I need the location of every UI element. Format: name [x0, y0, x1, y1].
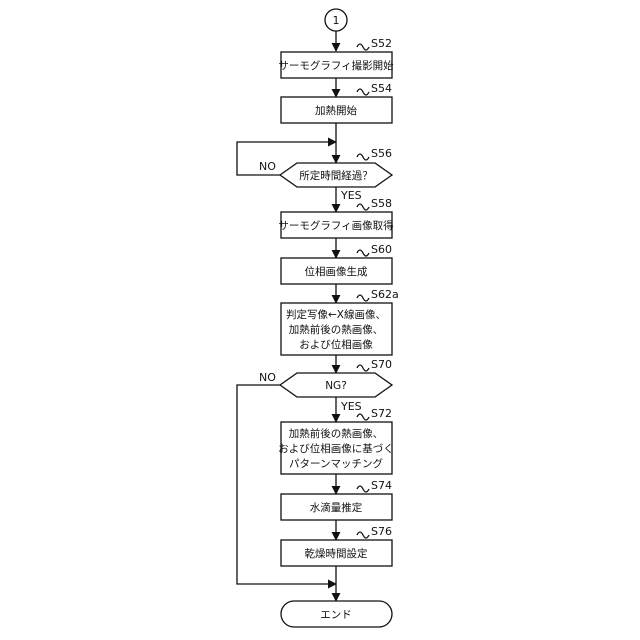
step-id-s76: S76 — [371, 525, 392, 538]
terminal-label: エンド — [320, 609, 352, 621]
step-tick-s72 — [357, 414, 369, 420]
process-label-s54: 加熱開始 — [315, 104, 357, 117]
step-tick-s70 — [357, 365, 369, 371]
process-label-s60: 位相画像生成 — [305, 265, 368, 278]
decision-label-s70: NG? — [325, 380, 347, 392]
process-line-s72-3: パターンマッチング — [289, 457, 383, 470]
no-label-s56: NO — [259, 160, 276, 173]
process-label-s76: 乾燥時間設定 — [305, 547, 368, 560]
step-tick-s76 — [357, 532, 369, 538]
step-tick-s60 — [357, 250, 369, 256]
yes-label-s70: YES — [340, 400, 362, 413]
step-id-s54: S54 — [371, 82, 392, 95]
yes-label-s56: YES — [340, 189, 362, 202]
process-line-s72-2: および位相画像に基づく — [278, 442, 394, 455]
step-id-s58: S58 — [371, 197, 392, 210]
step-id-s56: S56 — [371, 147, 392, 160]
no-label-s70: NO — [259, 371, 276, 384]
step-tick-s52 — [357, 44, 369, 50]
step-tick-s54 — [357, 89, 369, 95]
step-id-s74: S74 — [371, 479, 392, 492]
step-tick-s62a — [357, 295, 369, 301]
step-tick-s58 — [357, 204, 369, 210]
process-label-s74: 水滴量推定 — [310, 501, 363, 514]
step-tick-s74 — [357, 486, 369, 492]
connector-label: 1 — [333, 14, 340, 27]
step-id-s72: S72 — [371, 407, 392, 420]
process-label-s58: サーモグラフィ画像取得 — [278, 219, 393, 232]
step-id-s52: S52 — [371, 37, 392, 50]
step-tick-s56 — [357, 154, 369, 160]
decision-label-s56: 所定時間経過？ — [299, 169, 373, 182]
process-line-s62a-1: 判定写像←X線画像、 — [286, 308, 386, 321]
process-line-s72-1: 加熱前後の熱画像、 — [289, 427, 384, 440]
step-id-s62a: S62a — [371, 288, 399, 301]
process-line-s62a-2: 加熱前後の熱画像、 — [289, 323, 384, 336]
process-label-s52: サーモグラフィ撮影開始 — [278, 59, 394, 72]
step-id-s70: S70 — [371, 358, 392, 371]
step-id-s60: S60 — [371, 243, 392, 256]
process-line-s62a-3: および位相画像 — [299, 338, 373, 351]
